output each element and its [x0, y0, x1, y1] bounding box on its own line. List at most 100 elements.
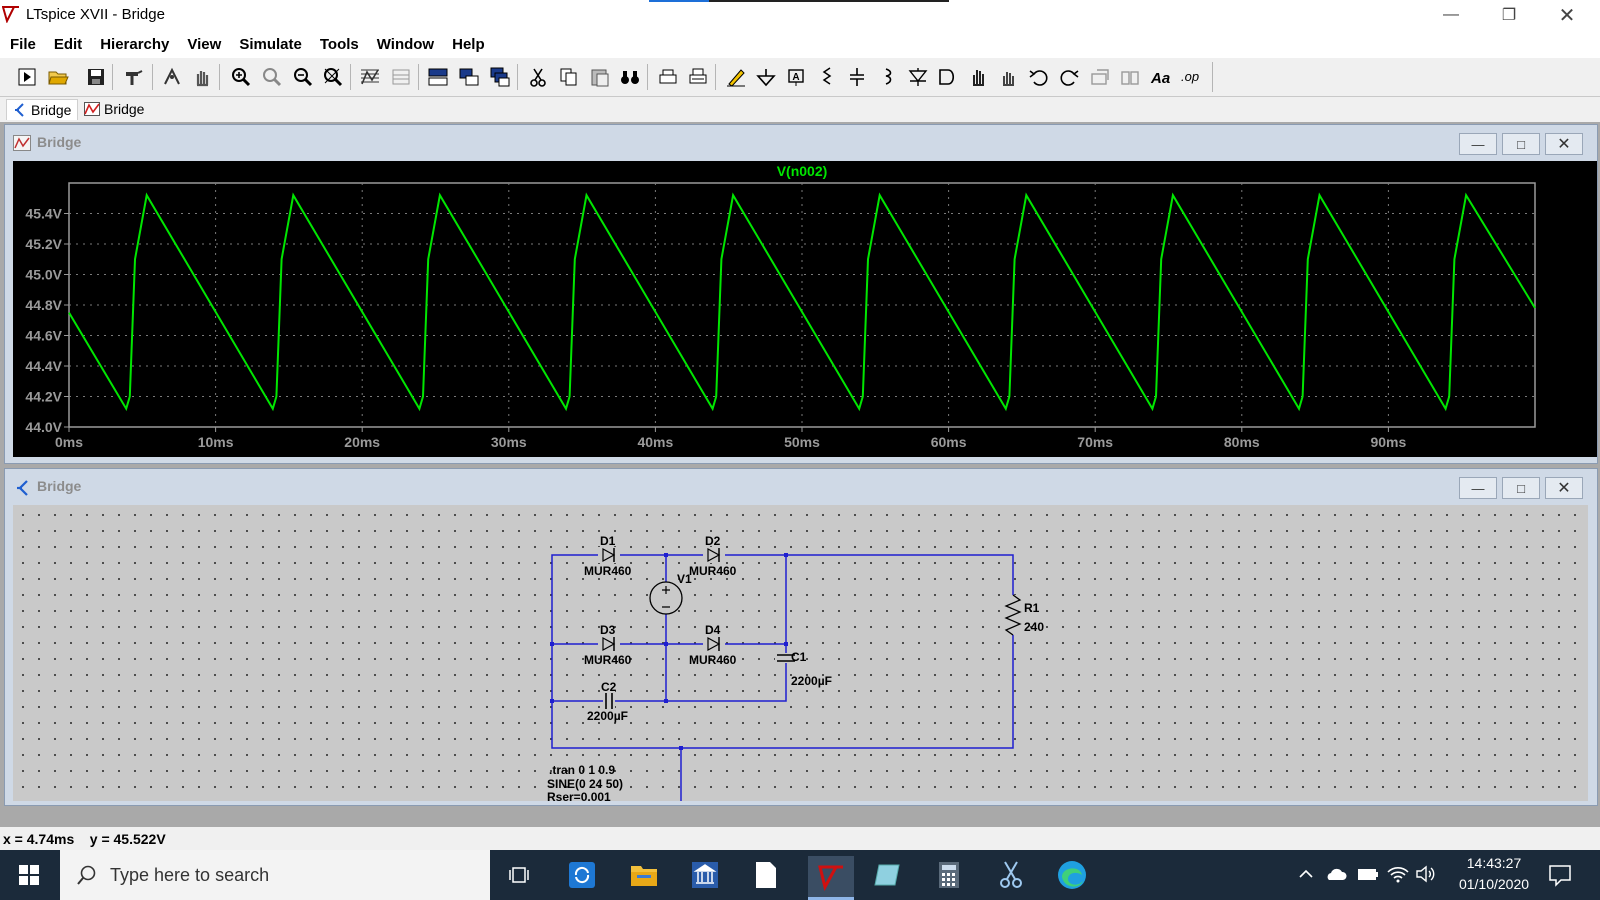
taskbar-bank-app[interactable] [686, 856, 724, 894]
delete-traces-button[interactable] [388, 65, 414, 89]
taskbar-app-teal[interactable] [869, 856, 907, 894]
menu-simulate[interactable]: Simulate [239, 35, 302, 53]
open-button[interactable] [45, 65, 71, 89]
pan-button[interactable] [259, 65, 285, 89]
zoom-out-button[interactable] [290, 65, 316, 89]
component-button[interactable] [935, 65, 961, 89]
close-button[interactable]: ✕ [1558, 4, 1576, 27]
ground-button[interactable] [753, 65, 779, 89]
rotate-button[interactable] [1087, 65, 1113, 89]
clock-date[interactable]: 01/10/2020 [1458, 876, 1530, 892]
tile-vertical-button[interactable] [456, 65, 482, 89]
schematic-minimize-button[interactable]: — [1459, 477, 1497, 499]
tab-schematic[interactable]: Bridge [6, 99, 79, 120]
taskbar-app-sync[interactable] [563, 856, 601, 894]
print-button[interactable] [655, 65, 681, 89]
waveform-minimize-button[interactable]: — [1459, 133, 1497, 155]
menu-tools[interactable]: Tools [319, 35, 359, 53]
zoom-pan-icon [263, 68, 282, 87]
minimize-button[interactable]: — [1443, 6, 1459, 23]
taskbar-ltspice[interactable] [808, 856, 854, 900]
title-bar: LTspice XVII - Bridge — ❐ ✕ [0, 0, 1600, 30]
drag-button[interactable] [996, 65, 1022, 89]
menu-hierarchy[interactable]: Hierarchy [100, 35, 170, 53]
mirror-button[interactable] [1117, 65, 1143, 89]
diode-d1[interactable] [598, 547, 620, 563]
taskbar-search[interactable] [60, 850, 490, 900]
control-panel-button[interactable] [121, 65, 147, 89]
autorange-button[interactable] [357, 65, 383, 89]
run-button[interactable] [159, 65, 185, 89]
halt-button[interactable] [189, 65, 215, 89]
waveform-close-button[interactable]: ✕ [1545, 133, 1583, 155]
binoculars-icon [621, 71, 639, 84]
y-tick-label: 44.0V [25, 419, 62, 435]
resistor-icon [822, 67, 832, 85]
new-schematic-button[interactable] [14, 65, 40, 89]
capacitor-c1[interactable] [775, 653, 797, 663]
capacitor-button[interactable] [844, 65, 870, 89]
battery-button[interactable] [1356, 864, 1380, 884]
tile-horizontal-button[interactable] [425, 65, 451, 89]
diode-d2[interactable] [703, 547, 725, 563]
draw-wire-button[interactable] [723, 65, 749, 89]
waveform-maximize-button[interactable]: □ [1502, 133, 1540, 155]
taskbar-edge[interactable] [1053, 856, 1091, 894]
taskbar-snipping-tool[interactable] [992, 856, 1030, 894]
print-preview-button[interactable] [685, 65, 711, 89]
taskbar-calculator[interactable] [930, 856, 968, 894]
copy-button[interactable] [556, 65, 582, 89]
schematic-window-titlebar[interactable]: Bridge — □ ✕ [5, 469, 1597, 503]
task-view-button[interactable] [500, 856, 538, 894]
clock-time[interactable]: 14:43:27 [1466, 855, 1522, 871]
diode-d3[interactable] [598, 636, 620, 652]
text-button[interactable]: Aa [1147, 65, 1173, 89]
notifications-button[interactable] [1547, 862, 1573, 888]
diode-d4[interactable] [703, 636, 725, 652]
spice-directive-tran[interactable]: .tran 0 1 0.9 [549, 763, 616, 777]
notification-icon [1549, 865, 1571, 887]
cascade-button[interactable] [487, 65, 513, 89]
inductor-button[interactable] [874, 65, 900, 89]
diode-button[interactable] [905, 65, 931, 89]
waveform-window-titlebar[interactable]: Bridge — □ ✕ [5, 125, 1597, 159]
resistor-r1[interactable] [1003, 594, 1023, 636]
speaker-icon [1416, 865, 1435, 883]
save-button[interactable] [83, 65, 109, 89]
redo-button[interactable] [1056, 65, 1082, 89]
menu-help[interactable]: Help [452, 35, 485, 53]
schematic-close-button[interactable]: ✕ [1545, 477, 1583, 499]
volume-button[interactable] [1414, 864, 1438, 884]
paste-button[interactable] [587, 65, 613, 89]
menu-file[interactable]: File [10, 35, 36, 53]
menu-edit[interactable]: Edit [53, 35, 83, 53]
voltage-source-v1[interactable] [649, 581, 683, 615]
restore-button[interactable]: ❐ [1501, 7, 1517, 24]
tab-waveform[interactable]: Bridge [78, 99, 150, 119]
undo-button[interactable] [1026, 65, 1052, 89]
taskbar-file-explorer[interactable] [625, 856, 663, 894]
menu-window[interactable]: Window [376, 35, 435, 53]
move-button[interactable] [966, 65, 992, 89]
spice-directive-button[interactable]: .op [1178, 65, 1204, 89]
capacitor-c2[interactable] [603, 691, 615, 711]
zoom-in-button[interactable] [228, 65, 254, 89]
schematic-maximize-button[interactable]: □ [1502, 477, 1540, 499]
c2-value: 2200µF [587, 709, 628, 723]
network-button[interactable] [1386, 864, 1410, 884]
cut-button[interactable] [525, 65, 551, 89]
find-button[interactable] [617, 65, 643, 89]
taskbar-notepad[interactable] [747, 856, 785, 894]
start-button[interactable] [10, 856, 48, 894]
show-hidden-icons-button[interactable] [1296, 864, 1316, 884]
text-icon: Aa [1150, 70, 1170, 87]
schematic-canvas[interactable]: D1 MUR460 D2 MUR460 D3 MUR460 D4 MUR460 … [13, 505, 1588, 804]
label-net-button[interactable]: A [783, 65, 809, 89]
menu-view[interactable]: View [187, 35, 222, 53]
onedrive-button[interactable] [1324, 864, 1348, 884]
zoom-fit-button[interactable] [320, 65, 346, 89]
resistor-button[interactable] [814, 65, 840, 89]
tile-horizontal-icon [428, 68, 448, 86]
